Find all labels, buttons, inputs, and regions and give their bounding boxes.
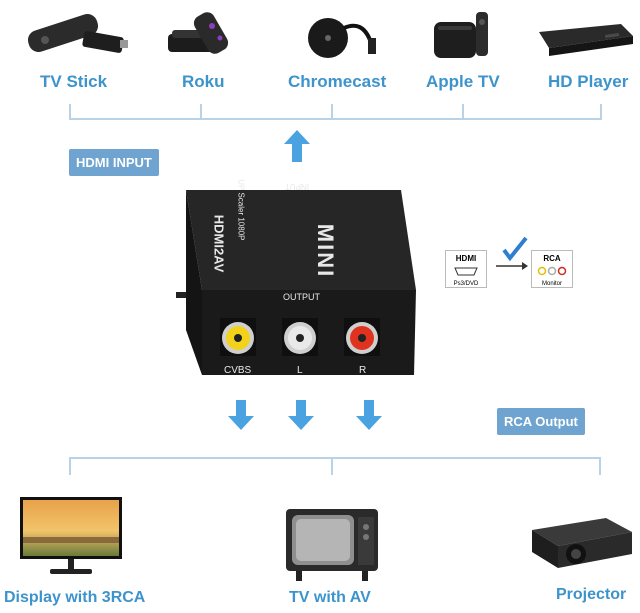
device-input-label: INPUT — [285, 182, 309, 191]
arrow-down-icon — [288, 400, 314, 430]
source-label-apple-tv: Apple TV — [426, 72, 500, 91]
arrow-up-icon — [284, 130, 310, 162]
roku-icon — [168, 12, 229, 54]
connector-tick — [599, 457, 601, 475]
output-label-tv: TV with AV — [289, 589, 371, 606]
connector-tick — [200, 104, 202, 120]
output-label-projector: Projector — [556, 586, 627, 603]
port-label-r: R — [359, 365, 367, 376]
schematic-hdmi-sub: Ps3/DVD — [453, 281, 479, 287]
arrow-down-icon — [228, 400, 254, 430]
output-connector-line — [69, 457, 601, 459]
monitor-icon — [20, 497, 122, 574]
rca-jacks-icon — [537, 266, 567, 276]
schematic-rca-sub: Monitor — [541, 281, 562, 287]
arrow-down-icon — [356, 400, 382, 430]
tv-stick-icon — [27, 14, 128, 53]
converter-device — [176, 190, 416, 375]
device-subtitle: UP Scaler 1080P — [236, 179, 246, 241]
output-label-display: Display with 3RCA — [4, 589, 146, 606]
connector-tick — [331, 104, 333, 120]
hdmi-port-icon — [454, 267, 478, 276]
connector-tick — [69, 457, 71, 475]
connector-tick — [69, 104, 71, 120]
checkmark-arrow-icon — [496, 236, 528, 270]
projector-icon — [532, 518, 632, 568]
device-output-label: OUTPUT — [283, 292, 320, 302]
connector-tick — [600, 104, 602, 120]
chromecast-icon — [308, 18, 376, 58]
schematic-hdmi-title: HDMI — [455, 254, 477, 263]
device-model: HDMI2AV — [211, 214, 227, 273]
hdmi-input-tag: HDMI INPUT — [69, 149, 159, 176]
port-label-cvbs: CVBS — [224, 365, 252, 376]
source-connector-line — [69, 118, 602, 120]
hd-player-icon — [539, 24, 633, 56]
rca-output-tag: RCA Output — [497, 408, 585, 435]
port-label-l: L — [297, 365, 303, 376]
source-label-roku: Roku — [182, 72, 225, 91]
connector-tick — [331, 457, 333, 475]
source-label-tv-stick: TV Stick — [40, 72, 108, 91]
crt-tv-icon — [286, 509, 378, 581]
source-label-chromecast: Chromecast — [288, 72, 387, 91]
source-label-hd-player: HD Player — [548, 72, 629, 91]
device-brand: MINI — [313, 223, 339, 279]
schematic-hdmi-box: HDMI Ps3/DVD — [445, 250, 487, 288]
connector-tick — [462, 104, 464, 120]
schematic-rca-title: RCA — [543, 254, 561, 263]
schematic-rca-box: RCA Monitor — [531, 250, 573, 288]
apple-tv-icon — [434, 12, 488, 58]
